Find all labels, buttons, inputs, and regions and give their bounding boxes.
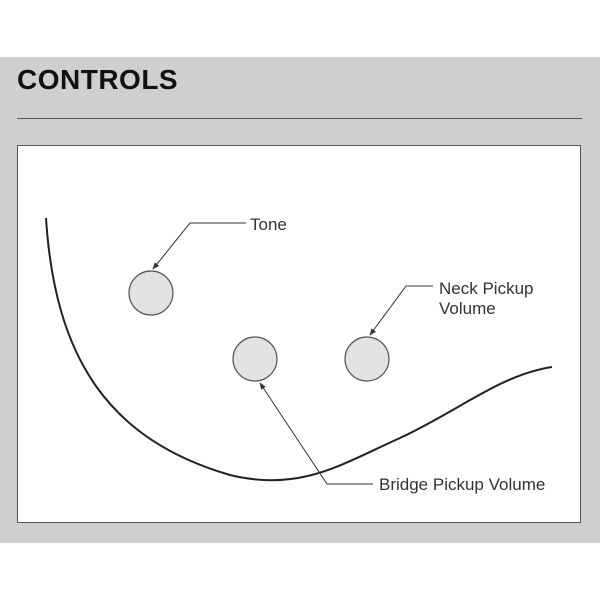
title-divider — [17, 118, 582, 119]
neck-pickup-leader-line — [369, 285, 433, 336]
bridge-pickup-volume-label: Bridge Pickup Volume — [379, 475, 545, 494]
tone-leader-line — [152, 222, 246, 270]
section-title: CONTROLS — [17, 64, 179, 95]
neck-pickup-volume-knob — [344, 336, 390, 382]
body-outline-curve — [45, 217, 553, 482]
tone-knob — [128, 270, 174, 316]
neck-pickup-volume-label-line-2: Volume — [439, 299, 496, 318]
diagram-frame — [17, 145, 581, 523]
bridge-pickup-volume-knob — [232, 336, 278, 382]
bridge-pickup-leader-line — [259, 382, 373, 485]
neck-pickup-volume-label-line-1: Neck Pickup — [439, 279, 533, 298]
tone-label: Tone — [250, 215, 287, 234]
